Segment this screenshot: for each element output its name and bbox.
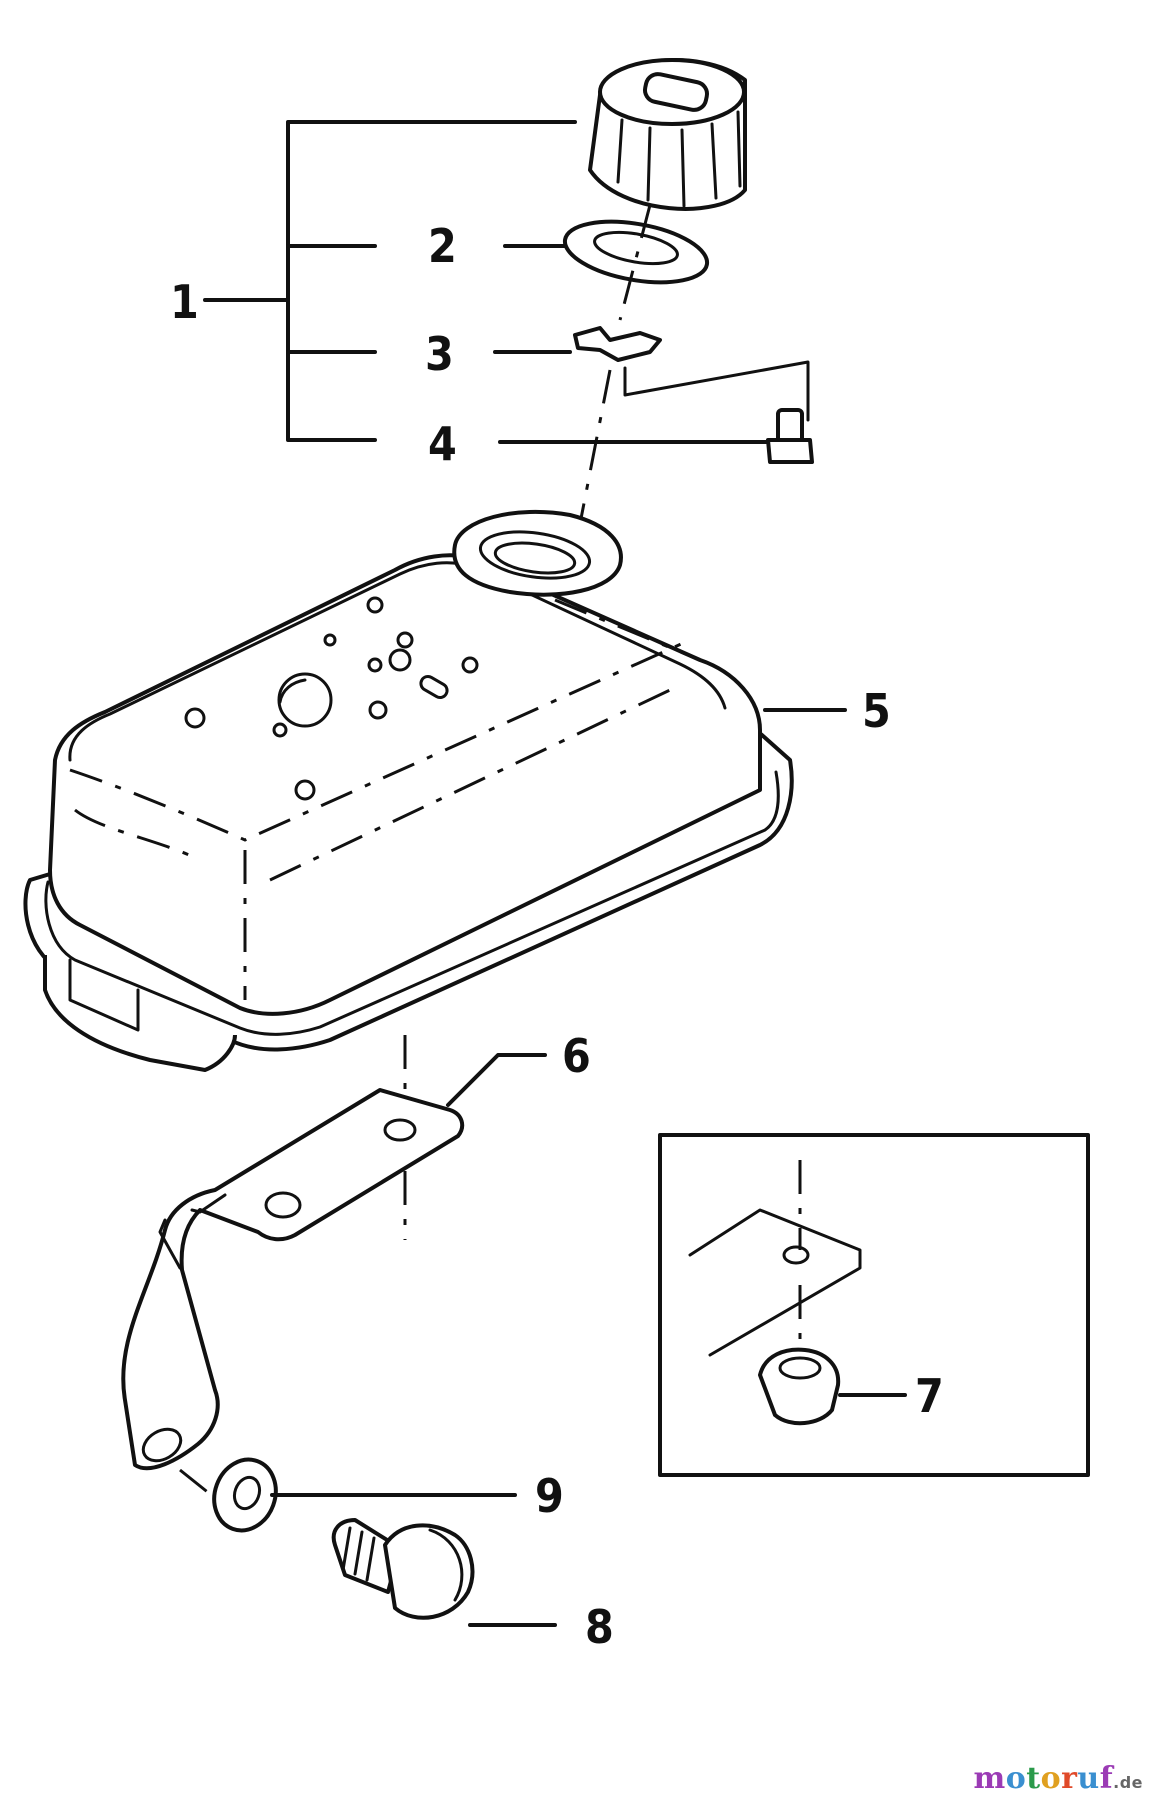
- washer-part: [212, 1457, 517, 1533]
- bolt-part: [331, 1518, 557, 1627]
- callout-9: 9: [535, 1469, 564, 1523]
- watermark-letter: u: [1077, 1761, 1100, 1796]
- detail-inset: [658, 1133, 1090, 1477]
- muffler-body-part: [23, 509, 847, 1072]
- filler-cap-part: [588, 58, 747, 211]
- watermark-letter: m: [973, 1761, 1006, 1796]
- group-1-bracket: [203, 120, 577, 442]
- callout-4: 4: [428, 417, 457, 471]
- retainer-clip-part: [493, 326, 810, 422]
- callout-2: 2: [428, 219, 457, 273]
- callout-7: 7: [915, 1369, 944, 1423]
- watermark-letter: f: [1099, 1761, 1114, 1796]
- watermark-logo: motoruf.de: [973, 1761, 1143, 1796]
- callout-labels: 1 2 3 4 5 6 7 8 9: [170, 219, 944, 1654]
- gasket-part: [503, 219, 710, 285]
- callout-1: 1: [170, 275, 199, 329]
- watermark-letter: r: [1061, 1761, 1078, 1796]
- watermark-domain: .de: [1113, 1773, 1143, 1792]
- callout-8: 8: [585, 1600, 614, 1654]
- watermark-text: motoruf: [973, 1761, 1113, 1796]
- callout-6: 6: [562, 1029, 591, 1083]
- callout-3: 3: [425, 327, 454, 381]
- watermark-letter: t: [1026, 1761, 1041, 1796]
- screw-part: [498, 408, 814, 464]
- mounting-bracket-part: [121, 1053, 547, 1471]
- callout-5: 5: [862, 684, 891, 738]
- watermark-letter: o: [1005, 1761, 1027, 1796]
- watermark-letter: o: [1040, 1761, 1062, 1796]
